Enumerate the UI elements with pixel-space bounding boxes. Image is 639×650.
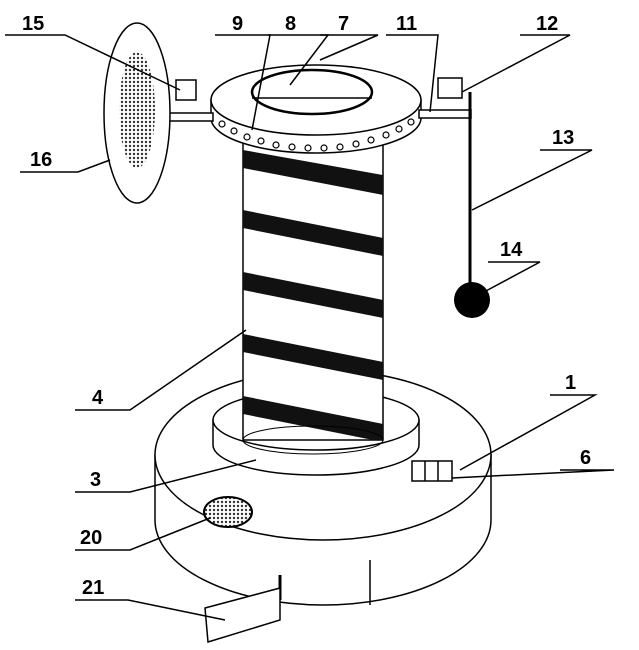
label-12: 12 (536, 13, 558, 35)
label-6: 6 (580, 447, 591, 469)
label-8: 8 (285, 13, 296, 35)
label-20: 20 (80, 527, 102, 549)
label-15: 15 (22, 13, 44, 35)
speaker-grille (204, 497, 252, 527)
label-9: 9 (232, 13, 243, 35)
label-13: 13 (552, 127, 574, 149)
label-1: 1 (565, 372, 576, 394)
switch (412, 461, 452, 481)
label-16: 16 (30, 149, 52, 171)
pendulum-ball (454, 282, 490, 318)
label-11: 11 (396, 13, 417, 35)
left-arm (104, 23, 213, 203)
right-arm (419, 78, 490, 318)
plate (205, 588, 280, 642)
label-14: 14 (500, 239, 523, 261)
label-4: 4 (92, 387, 104, 409)
label-21: 21 (82, 577, 104, 599)
label-3: 3 (90, 469, 101, 491)
top-ring (211, 65, 421, 153)
label-7: 7 (338, 13, 349, 35)
column (243, 140, 383, 454)
